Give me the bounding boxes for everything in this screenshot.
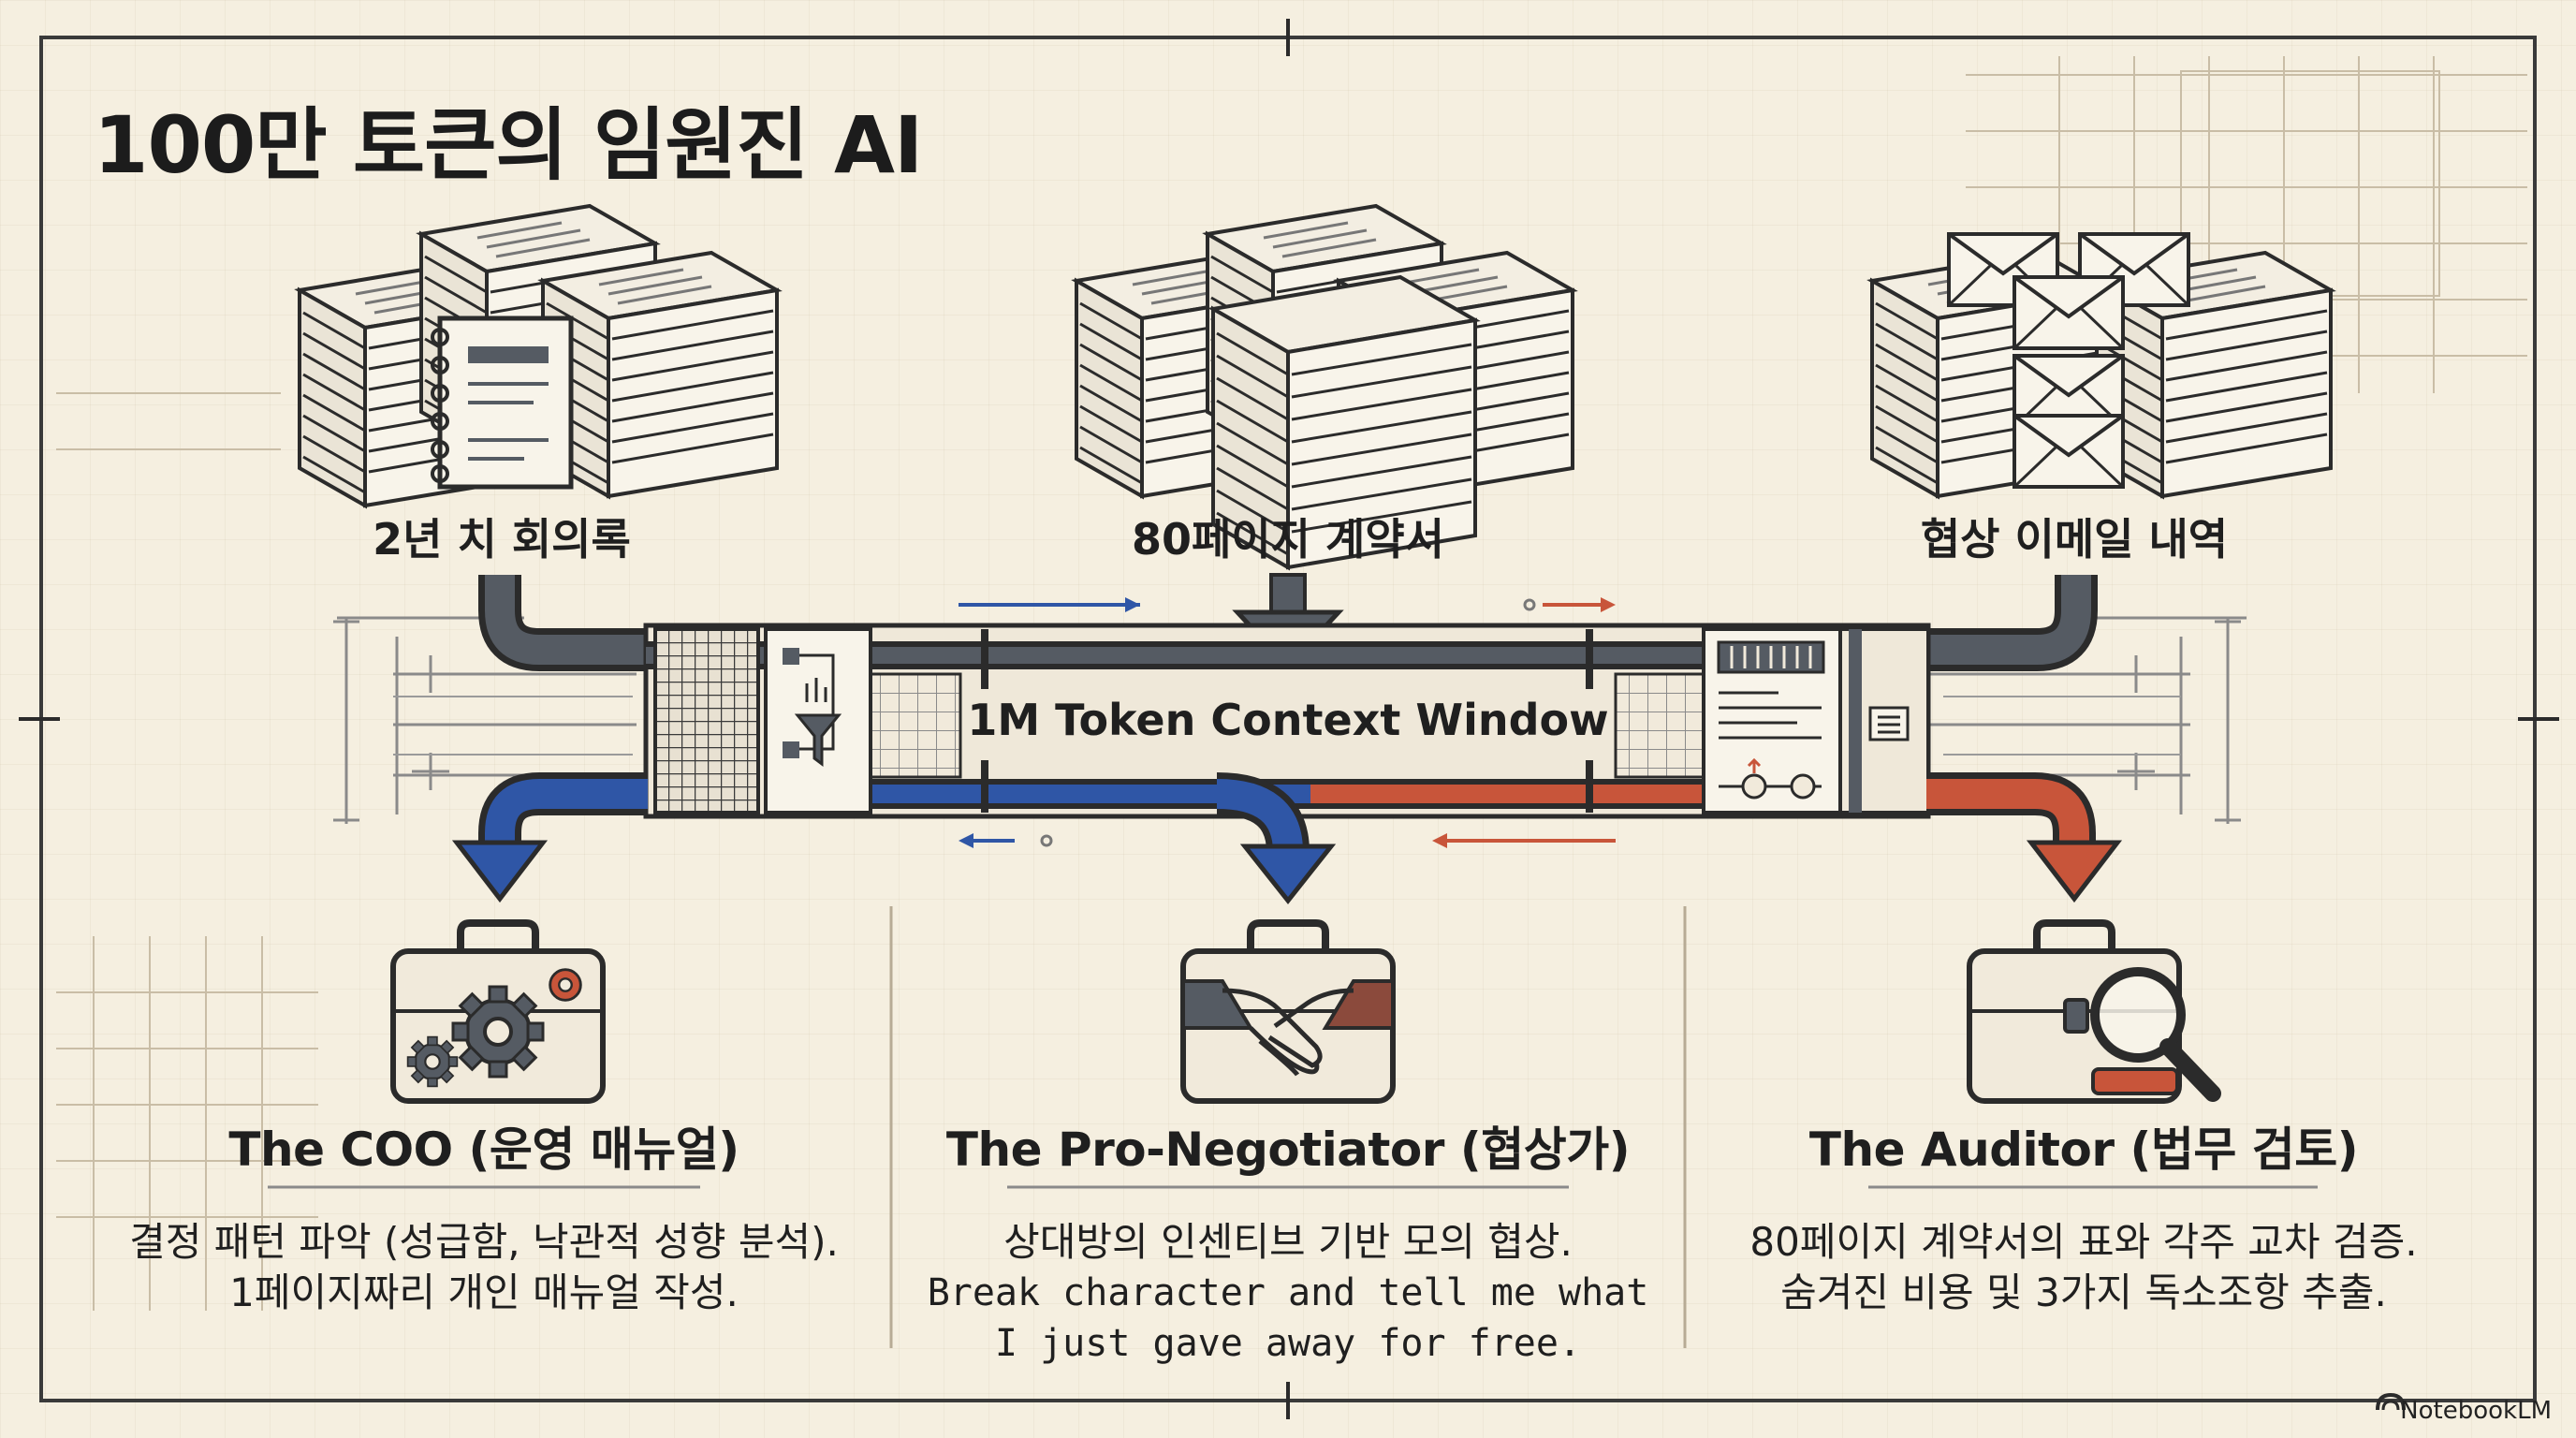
role-desc-negotiator-line1: 상대방의 인센티브 기반 모의 협상. <box>1003 1219 1573 1265</box>
context-window-label: 1M Token Context Window <box>967 695 1609 745</box>
control-panel-icon <box>1702 627 1930 814</box>
role-desc-auditor-line2: 숨겨진 비용 및 3가지 독소조항 추출. <box>1780 1269 2387 1315</box>
inflow-pipe-right <box>1919 575 2098 671</box>
email-envelopes-stack-icon <box>1870 232 2333 498</box>
role-title-negotiator: The Pro-Negotiator (협상가) <box>945 1123 1631 1177</box>
role-desc-coo: 결정 패턴 파악 (성급함, 낙관적 성향 분석). 1페이지짜리 개인 매뉴얼… <box>91 1217 877 1318</box>
role-desc-auditor: 80페이지 계약서의 표와 각주 교차 검증. 숨겨진 비용 및 3가지 독소조… <box>1690 1217 2477 1318</box>
flow-indicator-arrows <box>393 597 2181 848</box>
role-desc-negotiator: 상대방의 인센티브 기반 모의 협상. Break character and … <box>895 1217 1681 1369</box>
role-desc-negotiator-mono1: Break character and tell me what <box>927 1271 1649 1314</box>
inflow-pipe-left <box>478 575 655 671</box>
role-desc-coo-line1: 결정 패턴 파악 (성급함, 낙관적 성향 분석). <box>129 1219 839 1265</box>
briefcase-magnifier-icon <box>1969 923 2221 1101</box>
source-label-emails: 협상 이메일 내역 <box>1920 514 2229 565</box>
role-title-auditor: The Auditor (법무 검토) <box>1808 1123 2359 1177</box>
role-title-coo: The COO (운영 매뉴얼) <box>228 1123 739 1177</box>
outflow-pipe-right-red <box>1926 772 2123 903</box>
brand-watermark: NotebookLM <box>2400 1397 2552 1425</box>
outflow-pipe-left-blue <box>451 772 648 903</box>
notebooklm-logo-icon <box>2376 1392 2406 1411</box>
role-desc-negotiator-mono2: I just gave away for free. <box>994 1322 1582 1365</box>
filter-module-icon <box>764 627 872 814</box>
page-title: 100만 토큰의 임원진 AI <box>94 99 923 191</box>
blueprint-decoration <box>56 56 2527 1311</box>
briefcase-gears-icon <box>393 923 603 1101</box>
role-desc-auditor-line1: 80페이지 계약서의 표와 각주 교차 검증. <box>1749 1219 2418 1265</box>
role-desc-coo-line2: 1페이지짜리 개인 매뉴얼 작성. <box>229 1269 739 1315</box>
meeting-notes-stack-icon <box>298 204 779 507</box>
frame-crosshair-marks <box>19 19 2559 1419</box>
outflow-pipe-center-blue <box>1216 772 1337 905</box>
source-label-meeting-notes: 2년 치 회의록 <box>373 514 631 565</box>
source-label-contract: 80페이지 계약서 <box>1132 514 1444 565</box>
section-dividers <box>889 906 1687 1348</box>
briefcase-handshake-icon <box>1183 923 1393 1101</box>
